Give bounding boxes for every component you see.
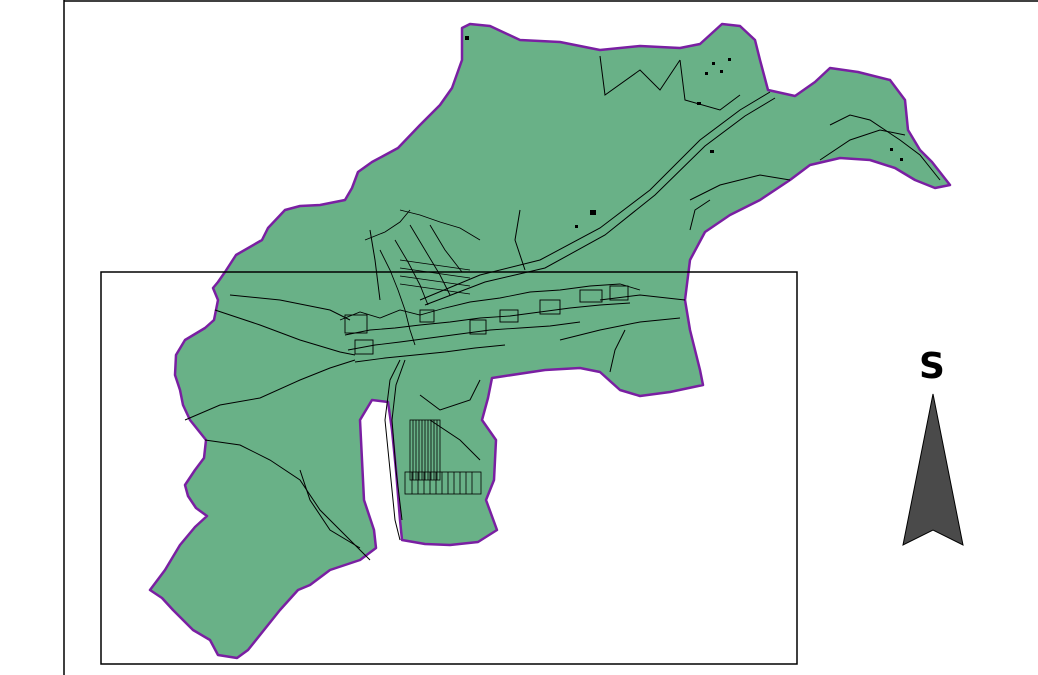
scattered-buildings [465, 36, 903, 228]
municipality-territory [148, 22, 952, 660]
north-arrow-icon [902, 393, 964, 546]
extent-rectangle [100, 271, 798, 665]
north-arrow: S [902, 346, 964, 546]
settlement-blocks [339, 209, 641, 363]
north-arrow-label: S [919, 346, 945, 387]
field-strips [399, 259, 482, 495]
